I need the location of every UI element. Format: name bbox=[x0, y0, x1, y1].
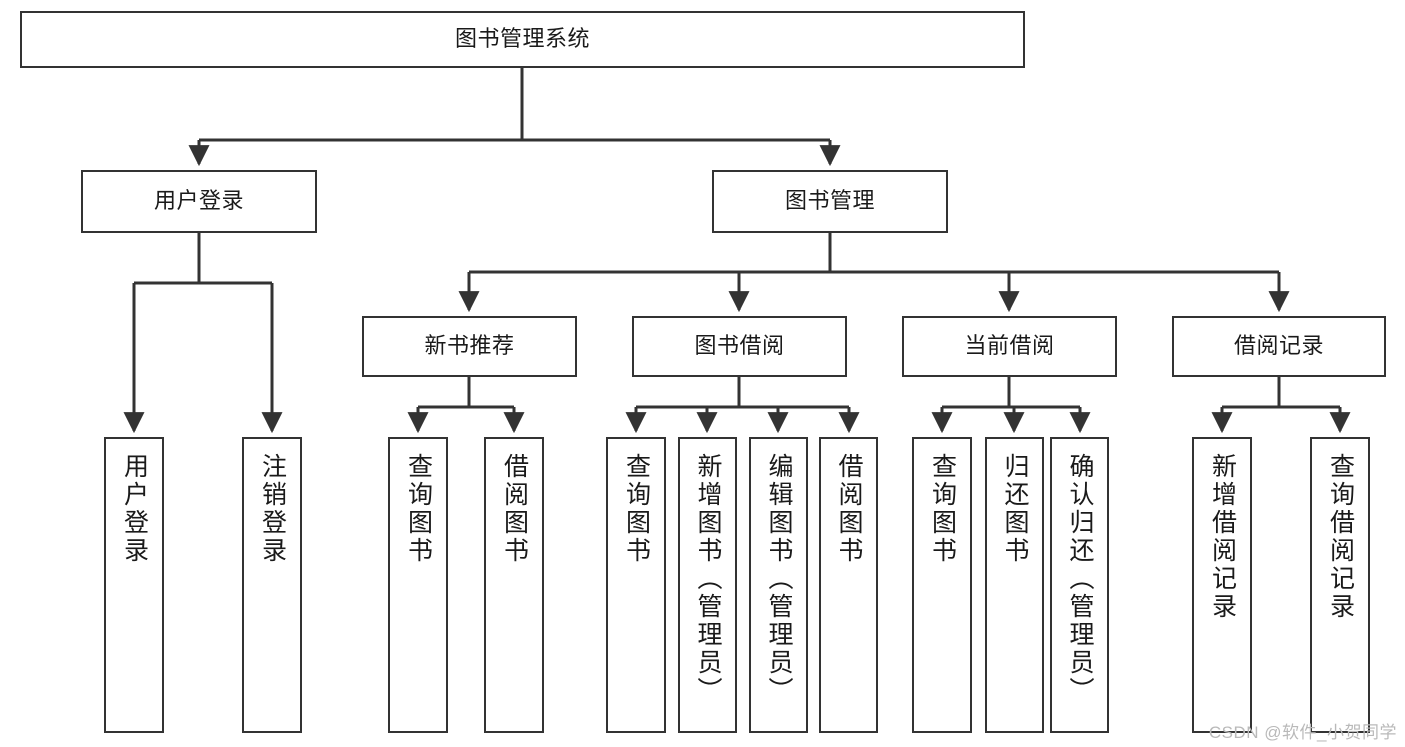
node-leaf-query-record-label: 查询借阅记录 bbox=[1326, 453, 1355, 621]
node-new-book-recommend[interactable]: 新书推荐 bbox=[362, 316, 577, 377]
node-leaf-user-login-label: 用户登录 bbox=[120, 453, 149, 565]
node-leaf-query-book-1-label: 查询图书 bbox=[404, 453, 433, 565]
node-leaf-borrow-book-2[interactable]: 借阅图书 bbox=[819, 437, 878, 733]
node-leaf-add-book[interactable]: 新增图书（管理员） bbox=[678, 437, 737, 733]
node-leaf-confirm-return-label: 确认归还（管理员） bbox=[1066, 453, 1094, 705]
node-leaf-edit-book[interactable]: 编辑图书（管理员） bbox=[749, 437, 808, 733]
node-new-book-recommend-label: 新书推荐 bbox=[424, 333, 515, 359]
node-leaf-query-record[interactable]: 查询借阅记录 bbox=[1310, 437, 1370, 733]
node-leaf-borrow-book-2-label: 借阅图书 bbox=[835, 453, 863, 565]
node-root[interactable]: 图书管理系统 bbox=[20, 11, 1025, 68]
node-current-borrow[interactable]: 当前借阅 bbox=[902, 316, 1117, 377]
node-leaf-add-book-label: 新增图书（管理员） bbox=[694, 453, 722, 705]
node-user-login[interactable]: 用户登录 bbox=[81, 170, 317, 233]
node-leaf-return-book-label: 归还图书 bbox=[1001, 453, 1029, 565]
node-book-manage[interactable]: 图书管理 bbox=[712, 170, 948, 233]
node-leaf-query-book-1[interactable]: 查询图书 bbox=[388, 437, 448, 733]
node-user-login-label: 用户登录 bbox=[153, 188, 244, 214]
csdn-watermark: CSDN @软件_小贺同学 bbox=[1208, 723, 1397, 742]
node-leaf-borrow-book-1[interactable]: 借阅图书 bbox=[484, 437, 544, 733]
node-leaf-borrow-book-1-label: 借阅图书 bbox=[500, 453, 529, 565]
node-root-label: 图书管理系统 bbox=[454, 26, 590, 52]
node-book-manage-label: 图书管理 bbox=[784, 188, 875, 214]
node-leaf-return-book[interactable]: 归还图书 bbox=[985, 437, 1044, 733]
node-book-borrow-label: 图书借阅 bbox=[694, 333, 785, 359]
node-leaf-edit-book-label: 编辑图书（管理员） bbox=[765, 453, 793, 705]
node-leaf-query-book-2[interactable]: 查询图书 bbox=[606, 437, 666, 733]
node-borrow-record-label: 借阅记录 bbox=[1233, 333, 1324, 359]
node-leaf-confirm-return[interactable]: 确认归还（管理员） bbox=[1050, 437, 1109, 733]
node-leaf-add-record-label: 新增借阅记录 bbox=[1208, 453, 1237, 621]
node-book-borrow[interactable]: 图书借阅 bbox=[632, 316, 847, 377]
node-leaf-add-record[interactable]: 新增借阅记录 bbox=[1192, 437, 1252, 733]
node-leaf-logout[interactable]: 注销登录 bbox=[242, 437, 302, 733]
node-leaf-query-book-3[interactable]: 查询图书 bbox=[912, 437, 972, 733]
node-borrow-record[interactable]: 借阅记录 bbox=[1172, 316, 1386, 377]
node-leaf-user-login[interactable]: 用户登录 bbox=[104, 437, 164, 733]
node-leaf-query-book-3-label: 查询图书 bbox=[928, 453, 957, 565]
node-leaf-query-book-2-label: 查询图书 bbox=[622, 453, 651, 565]
node-current-borrow-label: 当前借阅 bbox=[964, 333, 1055, 359]
node-leaf-logout-label: 注销登录 bbox=[258, 453, 287, 565]
